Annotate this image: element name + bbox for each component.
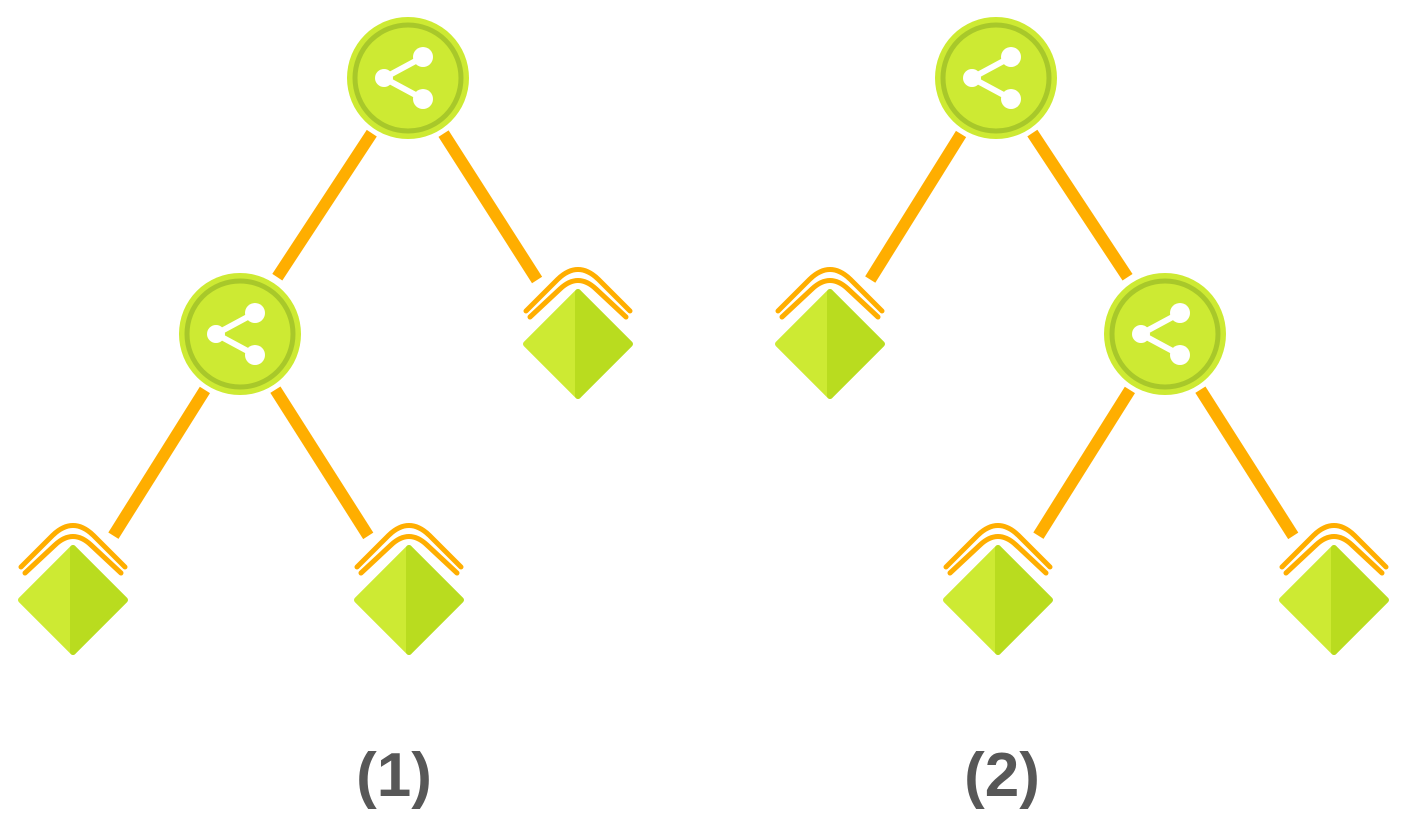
leaf-hanger (775, 267, 885, 320)
node-left-leaf (775, 267, 885, 399)
edge-right-to-right-right-leaf (1195, 386, 1299, 540)
leaf-hanger (1279, 523, 1389, 576)
node-left-right-leaf (354, 523, 464, 655)
node-right (1104, 273, 1226, 395)
node-right-right-leaf (1279, 523, 1389, 655)
edges (865, 129, 1299, 540)
share-icon (375, 47, 433, 109)
edge-root-to-left (272, 129, 377, 281)
edges (108, 129, 543, 540)
leaf-hanger (523, 267, 633, 320)
share-icon (963, 47, 1021, 109)
node-root (347, 17, 469, 139)
caption-1: (1) (356, 741, 432, 810)
node-right-left-leaf (943, 523, 1053, 655)
caption-2: (2) (964, 741, 1040, 810)
leaf-hanger (354, 523, 464, 576)
leaf-hanger (18, 523, 128, 576)
edge-right-to-right-left-leaf (1033, 386, 1135, 539)
share-icon (207, 303, 265, 365)
node-left (179, 273, 301, 395)
leaf-hanger (943, 523, 1053, 576)
edge-left-to-left-right-leaf (270, 386, 374, 540)
node-right-leaf (523, 267, 633, 399)
node-root (935, 17, 1057, 139)
edge-root-to-right-leaf (438, 130, 543, 284)
node-left-left-leaf (18, 523, 128, 655)
edge-root-to-right (1027, 129, 1133, 281)
share-icon (1132, 303, 1190, 365)
tree-diagram-2 (775, 17, 1389, 655)
edge-left-to-left-left-leaf (108, 386, 210, 539)
tree-diagram-1 (18, 17, 633, 655)
edge-root-to-left-leaf (865, 130, 967, 283)
